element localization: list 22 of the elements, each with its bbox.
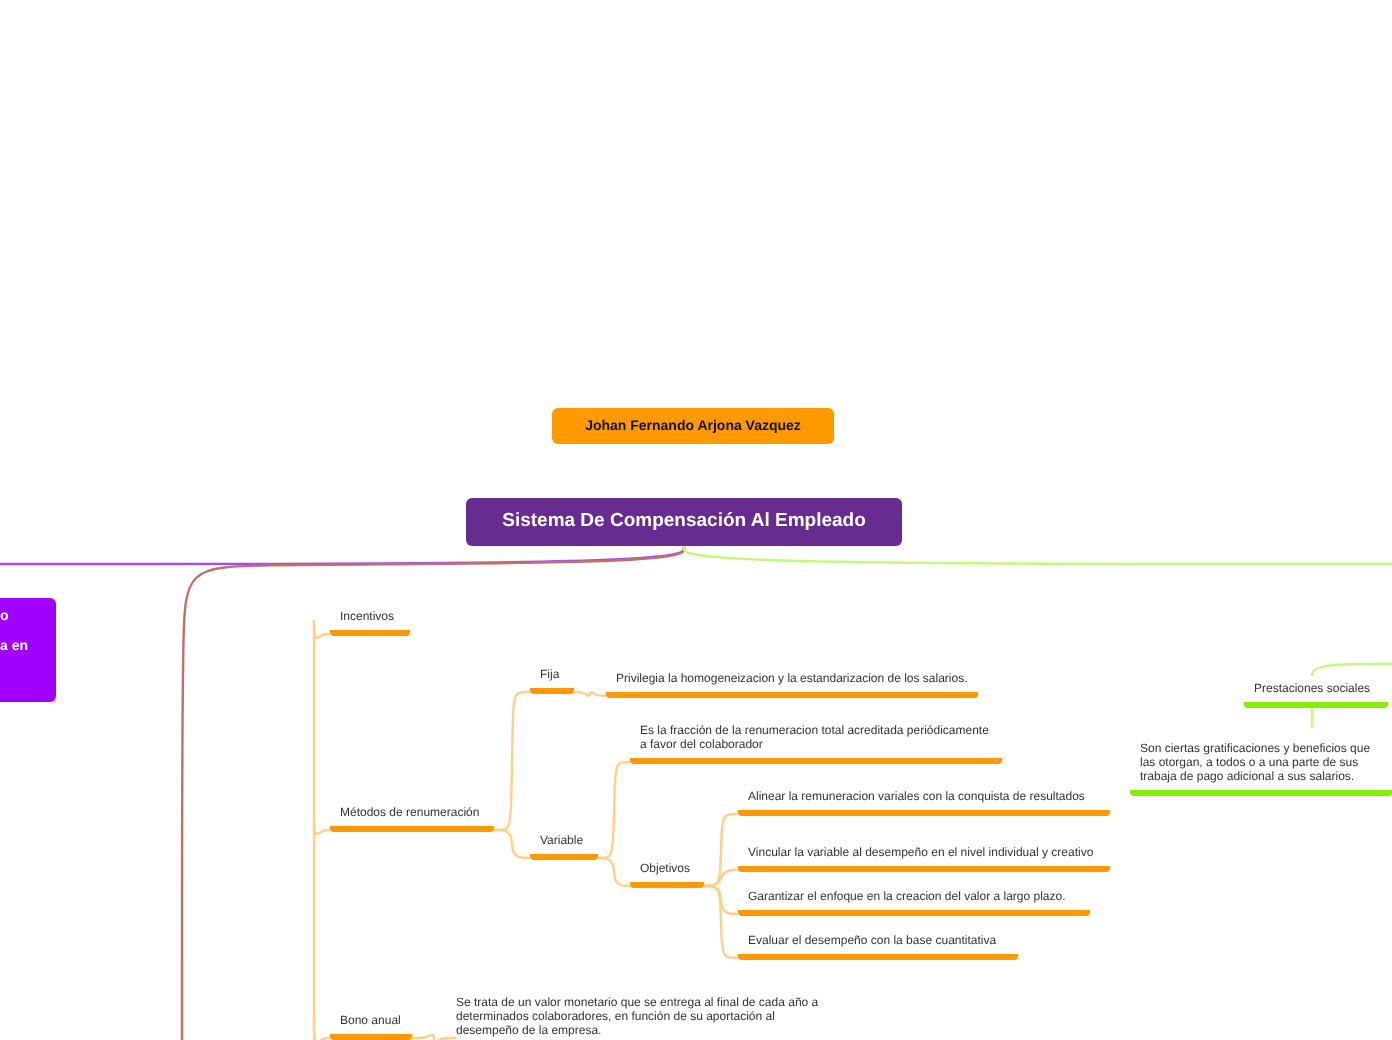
connector-line xyxy=(494,828,530,860)
connector-line xyxy=(180,545,686,1040)
connector-line xyxy=(412,1033,456,1040)
connector-line xyxy=(704,884,738,960)
branch-topic xyxy=(530,666,574,694)
branch-topic xyxy=(330,1010,412,1040)
connector-line xyxy=(312,816,330,835)
connector-line xyxy=(682,545,1392,566)
topic-box xyxy=(0,598,56,702)
central-topic-box xyxy=(466,498,902,546)
branch-topic xyxy=(330,606,410,636)
central-topic-text: Sistema De Compensación Al Empleado xyxy=(502,510,866,534)
branch-topic xyxy=(630,720,1002,764)
connector-line xyxy=(574,690,606,698)
connector-line xyxy=(312,1020,330,1040)
connector-line xyxy=(1310,662,1392,677)
connector-line xyxy=(312,620,330,639)
connector-line xyxy=(0,545,686,566)
connector-line xyxy=(598,760,630,860)
author-box xyxy=(552,408,834,444)
connector-line xyxy=(1310,708,1314,728)
connector-line xyxy=(598,856,630,888)
